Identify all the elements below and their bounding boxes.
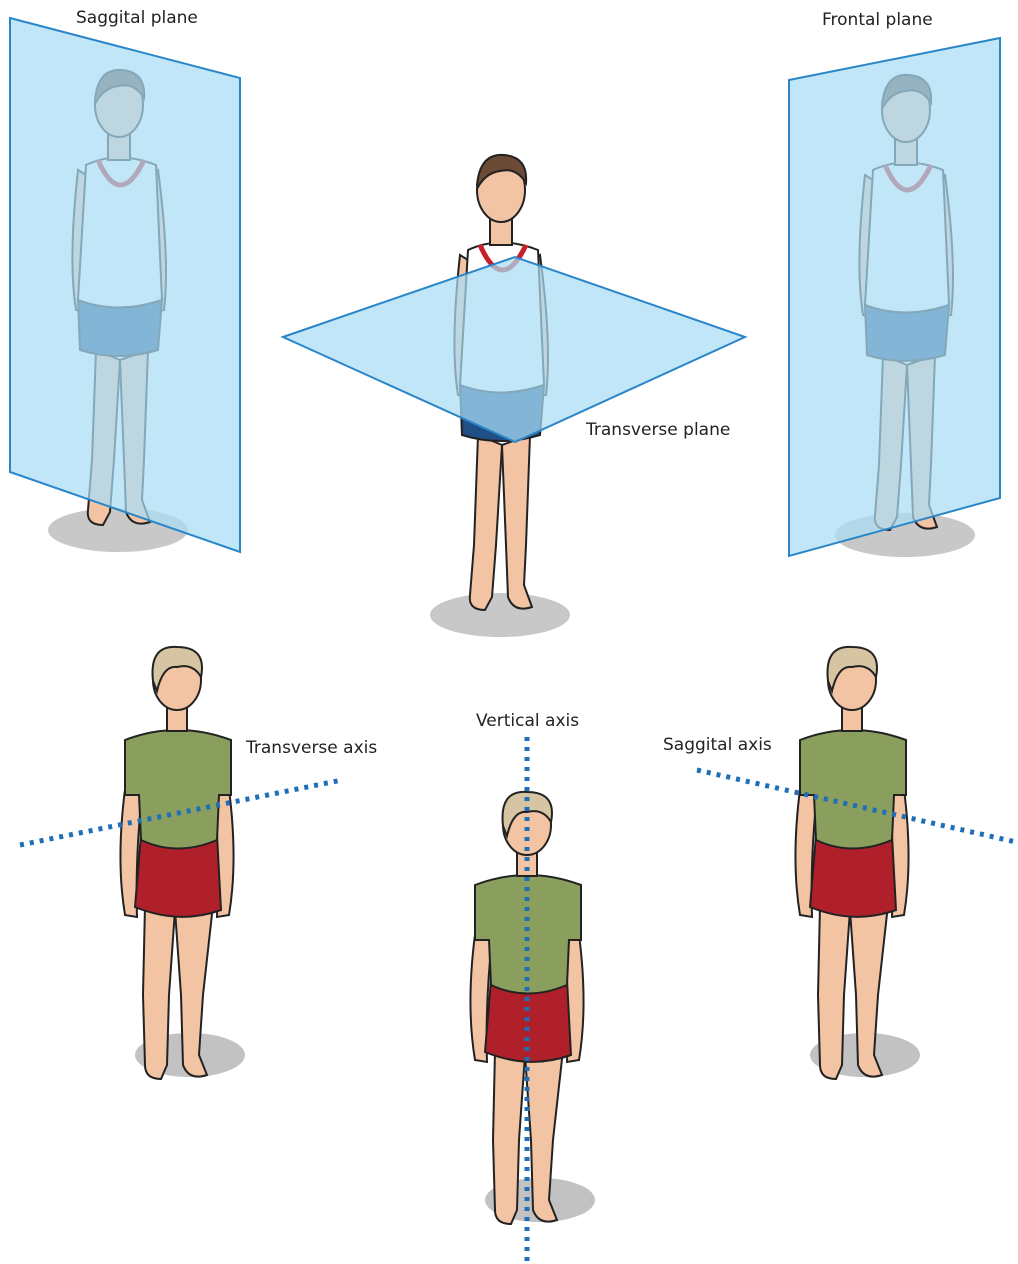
- transverse-plane: [283, 257, 745, 442]
- sagittal-axis-label: Saggital axis: [663, 735, 772, 755]
- frontal-plane-label: Frontal plane: [822, 10, 933, 30]
- vertical-axis-label: Vertical axis: [476, 711, 579, 731]
- vertical-axis-figure: [470, 737, 595, 1262]
- sagittal-plane-label: Saggital plane: [76, 8, 198, 28]
- sagittal-axis-figure: [697, 647, 1016, 1079]
- frontal-plane-figure: [789, 38, 1000, 557]
- sagittal-plane-figure: [10, 18, 240, 552]
- frontal-plane: [789, 38, 1000, 556]
- transverse-axis-figure: [20, 647, 342, 1079]
- transverse-plane-figure: [283, 155, 745, 637]
- sagittal-plane: [10, 18, 240, 552]
- transverse-plane-label: Transverse plane: [586, 420, 730, 440]
- transverse-axis-label: Transverse axis: [246, 738, 377, 758]
